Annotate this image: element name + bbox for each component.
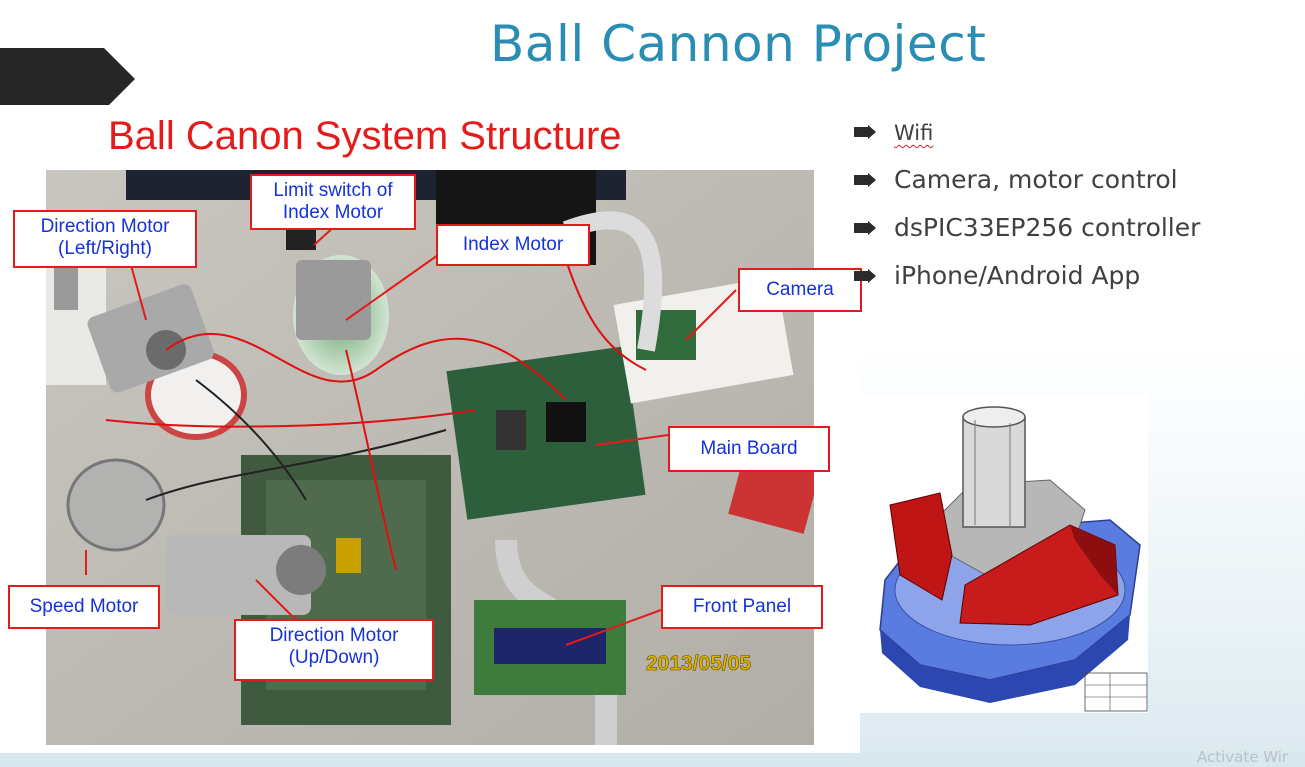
label-direction-lr-line2: (Left/Right) <box>58 238 152 259</box>
bullet-arrow-icon <box>854 125 876 139</box>
label-camera: Camera <box>738 268 862 312</box>
activate-watermark: Activate Wir <box>1197 748 1289 766</box>
label-limit-switch-text: Limit switch of Index Motor <box>273 180 393 223</box>
label-main-board: Main Board <box>668 426 830 472</box>
bullet-item: Camera, motor control <box>850 160 1200 208</box>
bullet-text: iPhone/Android App <box>894 261 1141 290</box>
label-direction-ud: Direction Motor (Up/Down) <box>234 619 434 681</box>
photo-date: 2013/05/05 <box>646 652 751 675</box>
bullet-list: Wifi Camera, motor control dsPIC33EP256 … <box>850 112 1200 304</box>
bullet-item: dsPIC33EP256 controller <box>850 208 1200 256</box>
slide-title: Ball Cannon Project <box>490 15 987 73</box>
bullet-arrow-icon <box>854 269 876 283</box>
bullet-text: dsPIC33EP256 controller <box>894 213 1201 242</box>
bullet-item: iPhone/Android App <box>850 256 1200 304</box>
bullet-text: Wifi <box>894 121 934 145</box>
label-direction-lr-line1: Direction Motor <box>40 216 170 237</box>
bottom-band <box>0 752 1305 767</box>
bullet-arrow-icon <box>854 173 876 187</box>
photo-title: Ball Canon System Structure <box>108 114 622 158</box>
label-front-panel: Front Panel <box>661 585 823 629</box>
label-direction-ud-line2: (Up/Down) <box>288 647 380 668</box>
label-direction-ud-line1: Direction Motor <box>269 625 399 646</box>
bullet-item: Wifi <box>850 112 1200 160</box>
chevron-decoration-icon <box>0 48 135 110</box>
label-limit-switch: Limit switch of Index Motor <box>250 174 416 230</box>
cannon-3d-render <box>860 395 1148 713</box>
bullet-text: Camera, motor control <box>894 165 1178 194</box>
label-direction-lr: Direction Motor (Left/Right) <box>13 210 197 268</box>
label-speed-motor: Speed Motor <box>8 585 160 629</box>
bullet-arrow-icon <box>854 221 876 235</box>
label-index-motor: Index Motor <box>436 224 590 266</box>
